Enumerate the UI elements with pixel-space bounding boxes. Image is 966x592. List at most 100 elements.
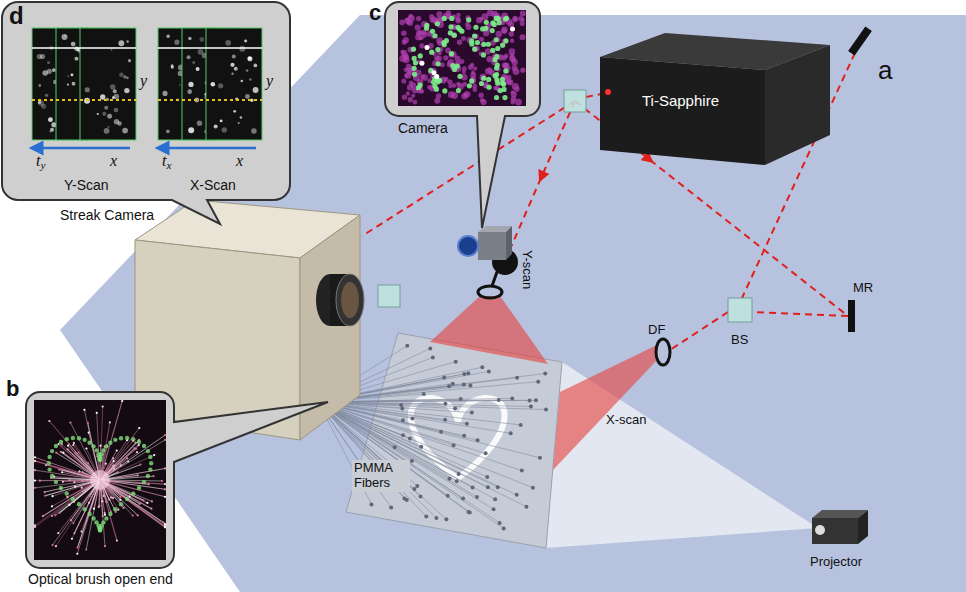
cell-dot bbox=[493, 86, 497, 90]
fiber-tip bbox=[139, 464, 141, 466]
slice-line bbox=[32, 47, 136, 49]
fiber-end bbox=[531, 486, 535, 490]
streak-signal bbox=[253, 87, 259, 93]
fiber-end bbox=[412, 487, 416, 491]
part-label: MR bbox=[853, 281, 873, 296]
streak-signal bbox=[119, 72, 124, 77]
cell-dot bbox=[496, 20, 501, 25]
cell-dot bbox=[466, 24, 472, 30]
heart-dot bbox=[82, 438, 86, 442]
fiber-tip bbox=[164, 525, 166, 527]
fiber-end bbox=[453, 406, 457, 410]
fiber-end bbox=[529, 404, 533, 408]
streak-signal bbox=[111, 49, 113, 51]
fiber-tip bbox=[72, 444, 74, 446]
cell-dot bbox=[459, 59, 464, 64]
cell-dot bbox=[509, 48, 516, 55]
fiber-end bbox=[544, 408, 548, 412]
fiber-tip bbox=[148, 483, 150, 485]
heart-dot bbox=[47, 461, 51, 465]
device-label: Ti-Sapphire bbox=[642, 92, 719, 109]
streak-signal bbox=[245, 94, 250, 99]
panel-letter: d bbox=[9, 2, 24, 30]
heart-dot bbox=[104, 516, 108, 520]
fiber-tip bbox=[117, 509, 119, 511]
axis-label: tx bbox=[162, 152, 171, 172]
heart-dot bbox=[101, 448, 105, 452]
cell-dot bbox=[481, 52, 486, 57]
streak-signal bbox=[42, 70, 48, 76]
camera-lens bbox=[336, 274, 364, 326]
fiber-end bbox=[536, 380, 540, 384]
fiber-end bbox=[447, 384, 451, 388]
fiber-end bbox=[462, 434, 466, 438]
heart-dot bbox=[91, 516, 95, 520]
fiber-end bbox=[475, 495, 479, 499]
fiber-end bbox=[486, 485, 490, 489]
fiber-end bbox=[410, 459, 414, 463]
cell-dot bbox=[406, 91, 410, 95]
fiber-end bbox=[468, 383, 472, 387]
camera-lens bbox=[458, 236, 478, 256]
fiber-end bbox=[493, 497, 497, 501]
cell-dot bbox=[435, 47, 440, 52]
cell-dot bbox=[520, 34, 526, 40]
cell-dot bbox=[415, 34, 421, 40]
streak-signal bbox=[71, 73, 74, 76]
cell-dot bbox=[401, 79, 406, 84]
fiber-tip bbox=[51, 505, 53, 507]
cell-dot bbox=[436, 93, 441, 98]
fiber-tip bbox=[34, 487, 36, 489]
heart-dot bbox=[125, 497, 129, 501]
microscope-image bbox=[398, 10, 526, 106]
streak-signal bbox=[85, 87, 90, 92]
fiber-tip bbox=[81, 471, 83, 473]
streak-signal bbox=[118, 40, 124, 46]
streak-signal bbox=[71, 42, 76, 47]
x-scan-filter bbox=[656, 339, 670, 365]
mirror bbox=[848, 300, 855, 332]
fiber-tip bbox=[139, 503, 141, 505]
heart-dot bbox=[98, 458, 102, 462]
streak-signal bbox=[197, 121, 202, 126]
fiber-tip bbox=[116, 449, 118, 451]
heart-dot bbox=[91, 444, 95, 448]
cell-dot bbox=[427, 85, 432, 90]
cell-dot bbox=[448, 30, 453, 35]
fiber bbox=[318, 402, 526, 507]
streak-signal bbox=[218, 83, 223, 88]
heart-dot bbox=[146, 474, 150, 478]
cell-dot bbox=[436, 11, 442, 17]
fiber-end bbox=[452, 443, 456, 447]
heart-dot bbox=[119, 502, 123, 506]
laser-aperture bbox=[605, 89, 611, 95]
streak-signal bbox=[122, 128, 128, 134]
fiber-tip bbox=[34, 469, 36, 471]
fiber-tip bbox=[137, 474, 139, 476]
fiber-tip bbox=[34, 460, 36, 462]
streak-signal bbox=[188, 82, 193, 87]
streak-signal bbox=[107, 126, 109, 128]
fiber-tip bbox=[51, 544, 53, 546]
streak-signal bbox=[124, 88, 129, 93]
cell-dot bbox=[401, 31, 407, 37]
cell-dot bbox=[475, 40, 480, 45]
fiber-end bbox=[538, 456, 542, 460]
fiber-tip bbox=[104, 514, 106, 516]
fiber-tip bbox=[164, 434, 166, 436]
streak-signal bbox=[179, 84, 181, 86]
fiber-tip bbox=[66, 496, 68, 498]
fiber-tip bbox=[81, 487, 83, 489]
cell-dot bbox=[490, 48, 495, 53]
cell-dot bbox=[399, 20, 405, 26]
fiber-end bbox=[520, 469, 524, 473]
cell-dot bbox=[452, 67, 457, 72]
cell-dot bbox=[472, 33, 477, 38]
callout-panel: dtyxyY-ScantxxyX-Scan bbox=[2, 2, 290, 200]
cell-dot bbox=[434, 98, 440, 104]
fiber-tip bbox=[119, 499, 121, 501]
fiber bbox=[318, 402, 495, 499]
streak-signal bbox=[38, 84, 41, 87]
fiber-end bbox=[434, 516, 438, 520]
cell-dot bbox=[512, 65, 518, 71]
